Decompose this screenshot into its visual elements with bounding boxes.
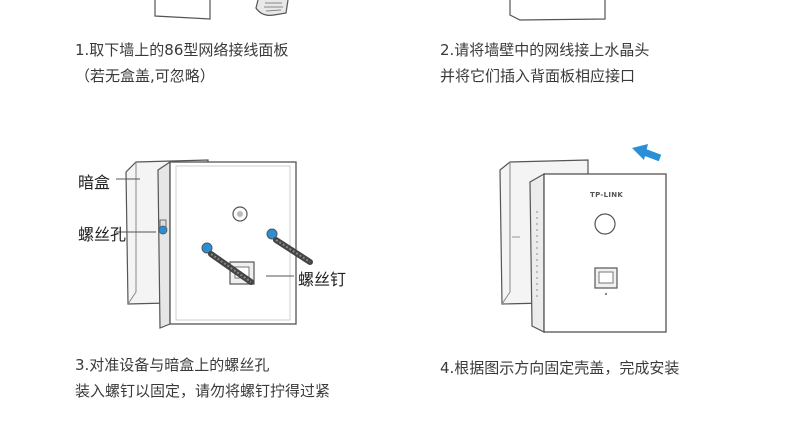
step3-caption-line1: 3.对准设备与暗盒上的螺丝孔 bbox=[75, 356, 270, 374]
step2-caption-line2: 并将它们插入背面板相应接口 bbox=[440, 67, 636, 85]
step1-illustration-top bbox=[154, 0, 289, 20]
arrow-left-icon bbox=[632, 144, 662, 162]
screw-hole-right bbox=[266, 228, 278, 240]
callout-screw: 螺丝钉 bbox=[298, 270, 347, 289]
step1-caption: 1.取下墙上的86型网络接线面板 （若无盒盖,可忽略） bbox=[75, 39, 288, 87]
screw-right bbox=[273, 237, 313, 265]
step4-illustration bbox=[499, 144, 667, 333]
step3-illustration bbox=[116, 159, 313, 329]
step3-caption: 3.对准设备与暗盒上的螺丝孔 装入螺钉以固定，请勿将螺钉拧得过紧 bbox=[75, 354, 330, 402]
step3-caption-line2: 装入螺钉以固定，请勿将螺钉拧得过紧 bbox=[75, 382, 331, 400]
screw-hole-left bbox=[201, 242, 213, 254]
power-button-icon bbox=[594, 213, 616, 235]
step2-caption: 2.请将墙壁中的网线接上水晶头 并将它们插入背面板相应接口 bbox=[440, 39, 649, 87]
cover-front-shape bbox=[543, 173, 667, 333]
front-panel-shape bbox=[169, 161, 297, 325]
callout-box: 暗盒 bbox=[78, 173, 111, 192]
step4-caption-line1: 4.根据图示方向固定壳盖，完成安装 bbox=[440, 359, 680, 377]
step2-caption-line1: 2.请将墙壁中的网线接上水晶头 bbox=[440, 41, 650, 59]
screw-left bbox=[208, 251, 254, 285]
screw-hole-side bbox=[158, 225, 168, 235]
step2-illustration-top bbox=[509, 0, 606, 21]
callout-screw-hole: 螺丝孔 bbox=[78, 225, 127, 244]
step4-caption: 4.根据图示方向固定壳盖，完成安装 bbox=[440, 357, 679, 379]
brand-logo: TP-LINK bbox=[590, 191, 624, 199]
step1-caption-line1: 1.取下墙上的86型网络接线面板 bbox=[75, 41, 289, 59]
step1-caption-line2: （若无盒盖,可忽略） bbox=[75, 67, 215, 85]
